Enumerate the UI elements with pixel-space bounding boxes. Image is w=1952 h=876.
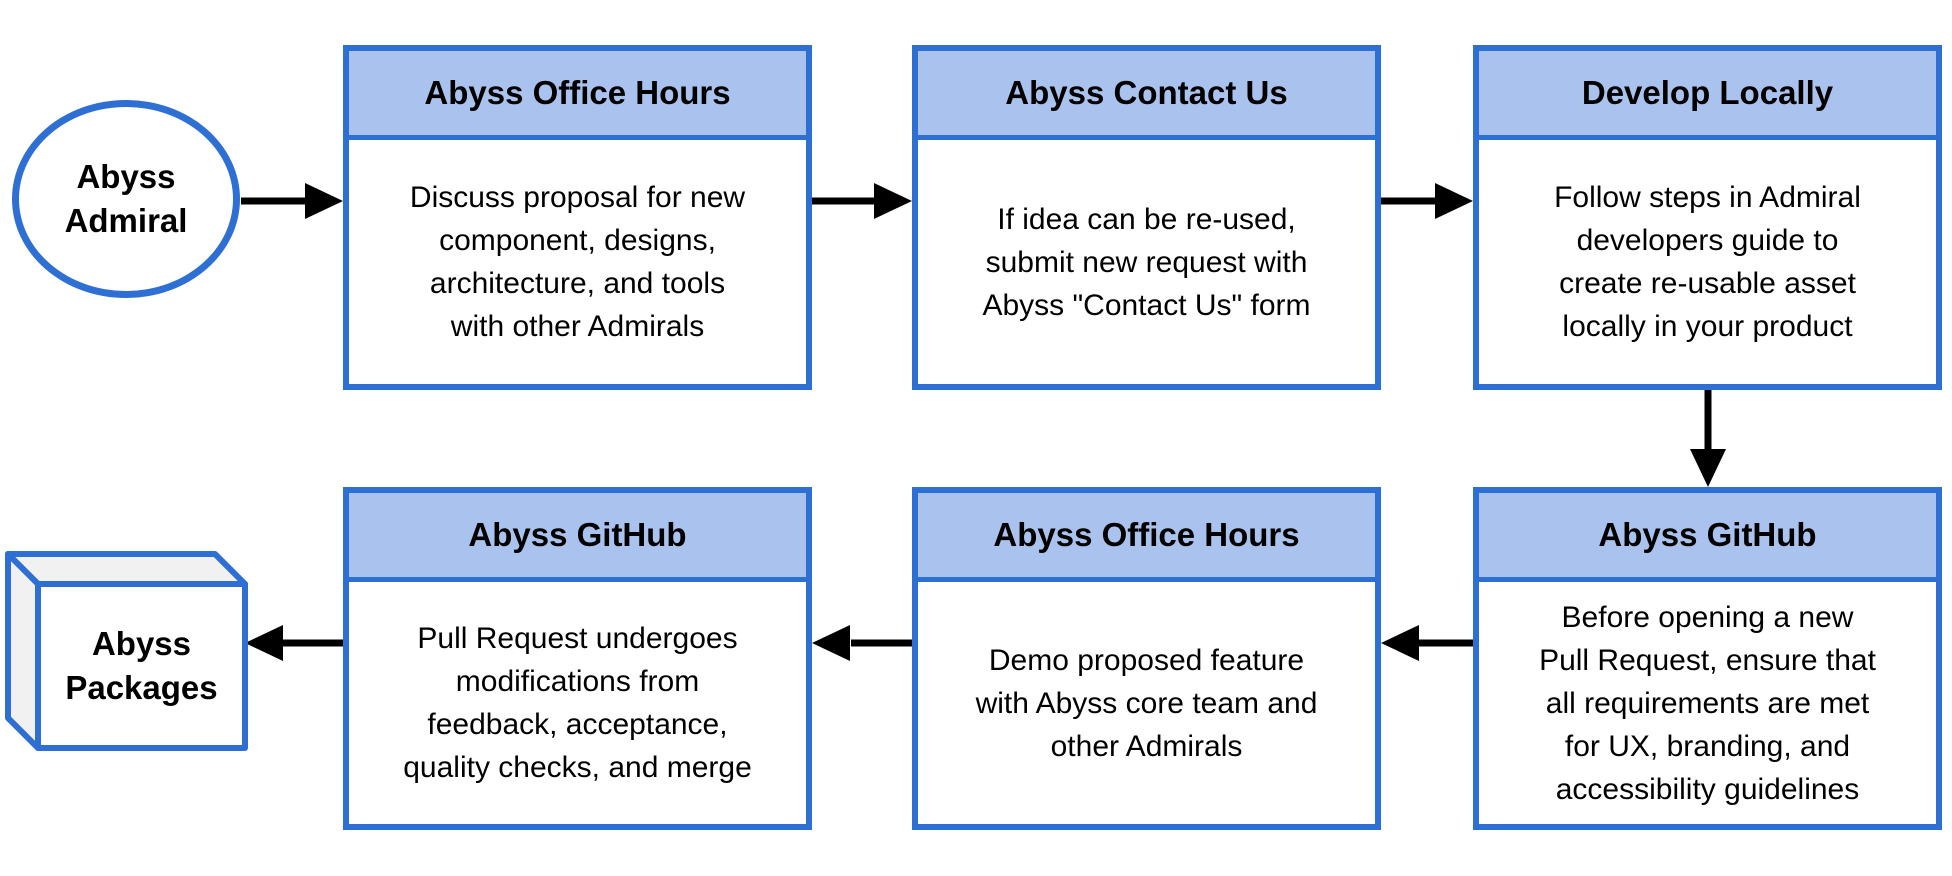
arrow-admiral-to-office-hours (241, 183, 343, 219)
node-step-github-requirements-body: Before opening a new Pull Request, ensur… (1539, 600, 1876, 806)
node-abyss-packages: Abyss Packages (38, 584, 245, 748)
node-step-github-requirements: Abyss GitHub Before opening a new Pull R… (1473, 487, 1942, 830)
node-step-contact-us-title: Abyss Contact Us (918, 51, 1375, 140)
node-step-github-pr-title: Abyss GitHub (349, 493, 806, 582)
node-step-develop-locally-body: Follow steps in Admiral developers guide… (1554, 181, 1861, 343)
node-step-github-pr-body: Pull Request undergoes modifications fro… (403, 622, 752, 784)
node-step-contact-us: Abyss Contact Us If idea can be re-used,… (912, 45, 1381, 390)
node-abyss-admiral-label: Abyss Admiral (64, 158, 188, 239)
node-step-github-pr: Abyss GitHub Pull Request undergoes modi… (343, 487, 812, 830)
node-step-office-hours-demo: Abyss Office Hours Demo proposed feature… (912, 487, 1381, 830)
node-step-contact-us-body: If idea can be re-used, submit new reque… (982, 202, 1311, 322)
arrow-office-hours-to-contact-us (812, 183, 912, 219)
arrow-develop-locally-to-github (1690, 390, 1726, 487)
node-abyss-admiral: Abyss Admiral (12, 100, 240, 298)
node-step-github-requirements-title: Abyss GitHub (1479, 493, 1936, 582)
node-step-develop-locally: Develop Locally Follow steps in Admiral … (1473, 45, 1942, 390)
node-abyss-packages-label: Abyss Packages (65, 625, 218, 706)
arrow-office-hours-demo-to-github-pr (812, 625, 912, 661)
node-step-office-hours: Abyss Office Hours Discuss proposal for … (343, 45, 812, 390)
arrow-github-pr-to-packages (245, 625, 343, 661)
node-step-office-hours-demo-body: Demo proposed feature with Abyss core te… (975, 643, 1318, 763)
arrow-contact-us-to-develop-locally (1381, 183, 1473, 219)
arrow-github-to-office-hours-demo (1381, 625, 1473, 661)
node-step-office-hours-demo-title: Abyss Office Hours (918, 493, 1375, 582)
node-step-develop-locally-title: Develop Locally (1479, 51, 1936, 140)
node-step-office-hours-body: Discuss proposal for new component, desi… (409, 181, 746, 343)
package-3d-box (5, 551, 248, 751)
node-step-office-hours-title: Abyss Office Hours (349, 51, 806, 140)
